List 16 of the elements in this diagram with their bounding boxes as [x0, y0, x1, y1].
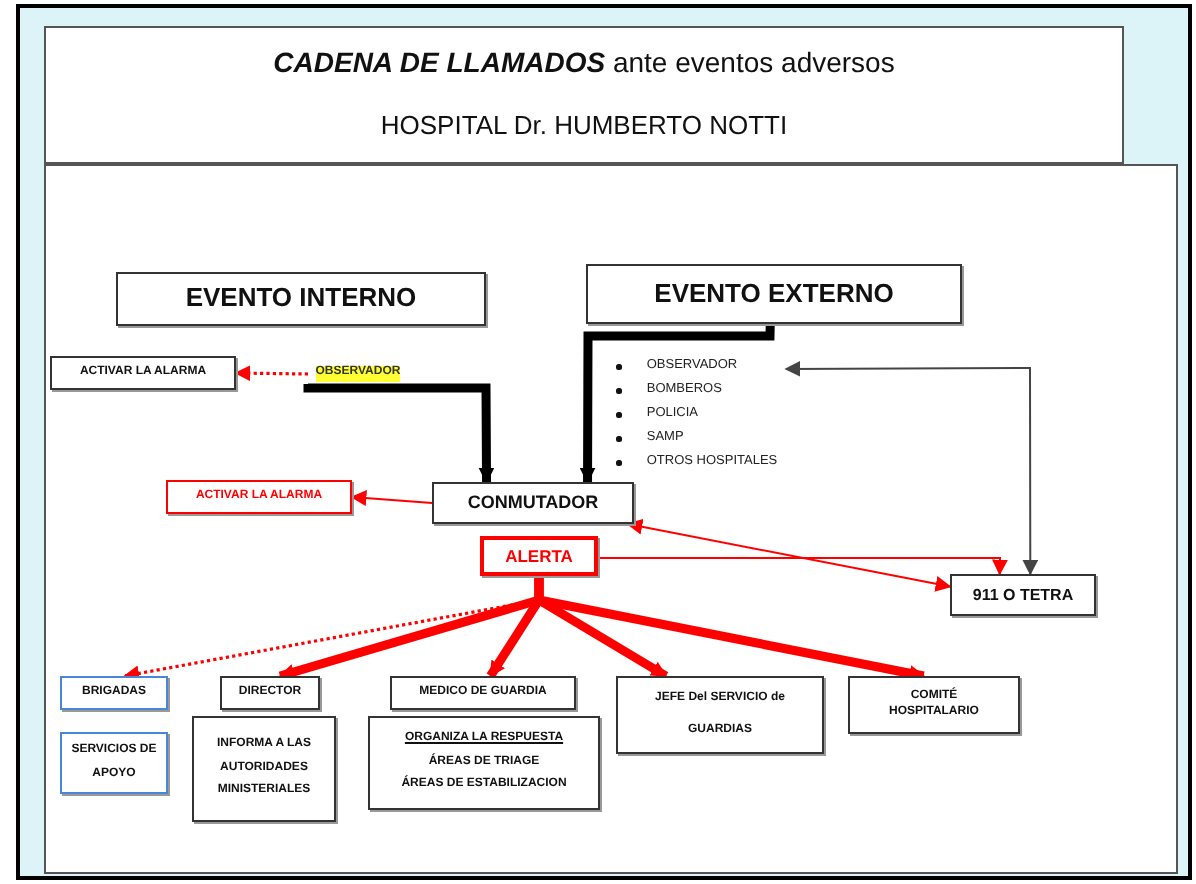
arrow — [303, 383, 495, 484]
arrow — [626, 518, 952, 592]
dotted-arrow — [234, 365, 309, 382]
arrow — [350, 490, 433, 507]
arrow — [597, 557, 1008, 576]
alert-box: ALERTA — [480, 536, 598, 576]
event-box: EVENTO INTERNO — [116, 272, 486, 326]
title: CADENA DE LLAMADOS ante eventos adversos — [271, 46, 897, 78]
subtitle: HOSPITAL Dr. HUMBERTO NOTTI — [378, 110, 790, 140]
arrow — [579, 323, 775, 484]
switchboard-box: CONMUTADOR — [432, 482, 634, 524]
arrow — [784, 360, 1039, 576]
role-box — [368, 716, 600, 810]
emergency-box: 911 O TETRA — [950, 574, 1096, 616]
event-box: EVENTO EXTERNO — [586, 264, 962, 324]
arrow — [534, 576, 926, 682]
